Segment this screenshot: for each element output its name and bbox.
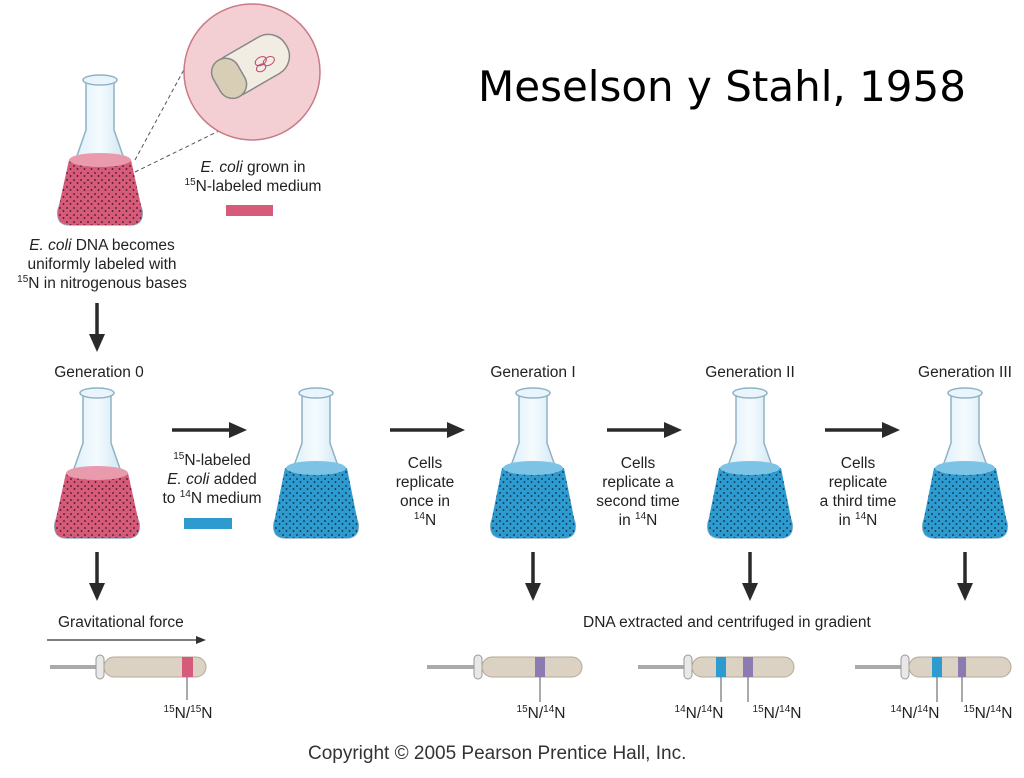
- band-text: N/: [974, 705, 991, 722]
- once-line3: once in: [400, 493, 450, 510]
- grown-in-label: E. coli grown in 15N-labeled medium: [168, 158, 338, 196]
- once-line4: N: [424, 512, 437, 529]
- band-text: N/: [763, 705, 780, 722]
- isotope-sup: 15: [184, 176, 196, 188]
- generation-3-heading: Generation III: [918, 364, 1012, 381]
- flask-generation-1: [490, 387, 576, 539]
- generation-2-heading: Generation II: [705, 364, 795, 381]
- flask-generation-0: [54, 387, 140, 539]
- flask-14n-medium: [273, 387, 359, 539]
- second-line1: Cells: [620, 455, 656, 472]
- band-text: N: [712, 705, 724, 722]
- grown-line2: N-labeled medium: [195, 178, 322, 195]
- third-line4-pre: in: [838, 512, 856, 529]
- band-text: N: [1001, 705, 1013, 722]
- band-label-15n-15n: 15N/15N: [152, 704, 224, 723]
- flask-generation-2: [707, 387, 793, 539]
- added-line1: N-labeled: [184, 452, 251, 469]
- flask-heavy-start: [57, 74, 143, 226]
- added-to-14n-label: 15N-labeled E. coli added to 14N medium: [152, 451, 272, 508]
- isotope-sup: 14: [779, 703, 791, 715]
- band-label-gen1-hybrid: 15N/14N: [505, 704, 577, 723]
- band-text: N: [201, 705, 213, 722]
- band-label-gen3-light: 14N/14N: [880, 704, 950, 723]
- isotope-sup: 14: [635, 510, 647, 522]
- band-text: N: [928, 705, 940, 722]
- band-label-gen2-hybrid: 15N/14N: [742, 704, 812, 723]
- isotope-sup: 15: [190, 703, 202, 715]
- third-line2: replicate: [828, 474, 888, 491]
- third-line1: Cells: [840, 455, 876, 472]
- once-line1: Cells: [407, 455, 443, 472]
- generation-1-heading: Generation I: [490, 364, 576, 381]
- band-text: N: [554, 705, 566, 722]
- replicate-second-label: Cells replicate a second time in 14N: [586, 454, 690, 530]
- isotope-sup: 15: [516, 703, 528, 715]
- centrifuge-label: DNA extracted and centrifuged in gradien…: [583, 614, 871, 631]
- isotope-sup: 15: [163, 703, 175, 715]
- copyright-notice: Copyright © 2005 Pearson Prentice Hall, …: [308, 743, 687, 764]
- isotope-sup: 14: [413, 510, 425, 522]
- isotope-sup: 14: [674, 703, 686, 715]
- ecoli-italic: E. coli: [167, 471, 210, 488]
- band-text: N: [790, 705, 802, 722]
- zoom-circle: [134, 3, 321, 173]
- band-text: N/: [901, 705, 918, 722]
- added-line3-pre: to: [162, 490, 180, 507]
- second-line4: N: [646, 512, 658, 529]
- third-line3: a third time: [819, 493, 897, 510]
- isotope-sup: 15: [173, 450, 185, 462]
- isotope-sup: 14: [855, 510, 867, 522]
- tube-generation-1: [427, 654, 583, 702]
- light-medium-swatch: [184, 518, 232, 529]
- second-line2: replicate a: [602, 474, 674, 491]
- third-line4: N: [866, 512, 878, 529]
- second-line4-pre: in: [618, 512, 636, 529]
- added-line2: added: [209, 471, 257, 488]
- tube-generation-3: [855, 654, 1012, 702]
- page-title: Meselson y Stahl, 1958: [478, 62, 966, 111]
- isotope-sup: 14: [990, 703, 1002, 715]
- isotope-sup: 14: [179, 488, 191, 500]
- generation-0-heading: Generation 0: [54, 364, 144, 381]
- isotope-sup: 14: [543, 703, 555, 715]
- isotope-sup: 14: [917, 703, 929, 715]
- replicate-third-label: Cells replicate a third time in 14N: [806, 454, 910, 530]
- labeled-line1: DNA becomes: [71, 237, 175, 254]
- isotope-sup: 15: [752, 703, 764, 715]
- labeled-line2: uniformly labeled with: [27, 256, 177, 273]
- replicate-once-label: Cells replicate once in 14N: [380, 454, 470, 530]
- band-label-gen3-hybrid: 15N/14N: [954, 704, 1022, 723]
- band-label-gen2-light: 14N/14N: [664, 704, 734, 723]
- labeled-line3: N in nitrogenous bases: [28, 275, 187, 292]
- uniformly-labeled-label: E. coli DNA becomes uniformly labeled wi…: [2, 236, 202, 293]
- once-line2: replicate: [395, 474, 455, 491]
- flask-generation-3: [922, 387, 1008, 539]
- gravity-arrow: [47, 636, 206, 644]
- added-line3: N medium: [190, 490, 262, 507]
- ecoli-italic: E. coli: [29, 237, 72, 254]
- tube-generation-2: [638, 654, 795, 702]
- grown-line1: grown in: [242, 159, 306, 176]
- arrows: [89, 303, 973, 601]
- tube-generation-0: [50, 654, 207, 700]
- isotope-sup: 15: [17, 273, 29, 285]
- band-text: N/: [685, 705, 702, 722]
- isotope-sup: 14: [890, 703, 902, 715]
- band-text: N/: [527, 705, 544, 722]
- second-line3: second time: [596, 493, 680, 510]
- ecoli-italic: E. coli: [200, 159, 243, 176]
- isotope-sup: 14: [701, 703, 713, 715]
- heavy-medium-swatch: [226, 205, 273, 216]
- isotope-sup: 15: [963, 703, 975, 715]
- band-text: N/: [174, 705, 191, 722]
- gravitational-force-label: Gravitational force: [58, 614, 184, 631]
